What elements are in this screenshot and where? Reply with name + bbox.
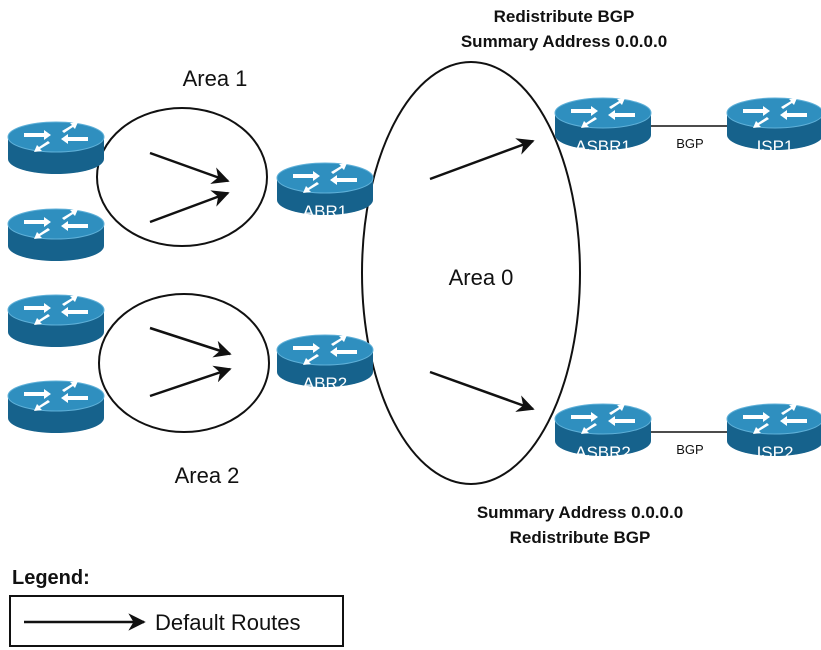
note-bottom-line1: Summary Address 0.0.0.0 xyxy=(477,503,683,522)
default-route-arrow-icon xyxy=(429,370,535,412)
note-top-line2: Summary Address 0.0.0.0 xyxy=(461,32,667,51)
router-label-isp1: ISP1 xyxy=(757,137,794,156)
legend-box xyxy=(9,595,344,647)
area0-label: Area 0 xyxy=(449,265,514,290)
router-icon xyxy=(7,121,105,175)
link-label-bgp-bottom: BGP xyxy=(676,442,703,457)
default-route-arrow-icon xyxy=(429,138,535,181)
router-label-abr1: ABR1 xyxy=(303,202,347,221)
router-label-isp2: ISP2 xyxy=(757,443,794,462)
area1-boundary xyxy=(96,107,268,247)
area1-label: Area 1 xyxy=(183,66,248,91)
router-label-asbr2: ASBR2 xyxy=(575,443,631,462)
area2-boundary xyxy=(98,293,270,433)
router-icon xyxy=(7,380,105,434)
default-route-arrow-icon xyxy=(149,326,232,358)
router-label-abr2: ABR2 xyxy=(303,374,347,393)
default-route-arrow-icon xyxy=(149,365,232,398)
router-label-asbr1: ASBR1 xyxy=(575,137,631,156)
area0-boundary xyxy=(361,61,581,485)
note-bottom-line2: Redistribute BGP xyxy=(510,528,651,547)
area2-label: Area 2 xyxy=(175,463,240,488)
router-icon xyxy=(7,208,105,262)
legend-title: Legend: xyxy=(12,567,90,589)
default-route-arrow-icon xyxy=(149,190,230,224)
legend-item-label: Default Routes xyxy=(155,610,301,635)
link-label-bgp-top: BGP xyxy=(676,136,703,151)
router-icon xyxy=(7,294,105,348)
note-top-line1: Redistribute BGP xyxy=(494,7,635,26)
default-route-arrow-icon xyxy=(149,151,230,184)
